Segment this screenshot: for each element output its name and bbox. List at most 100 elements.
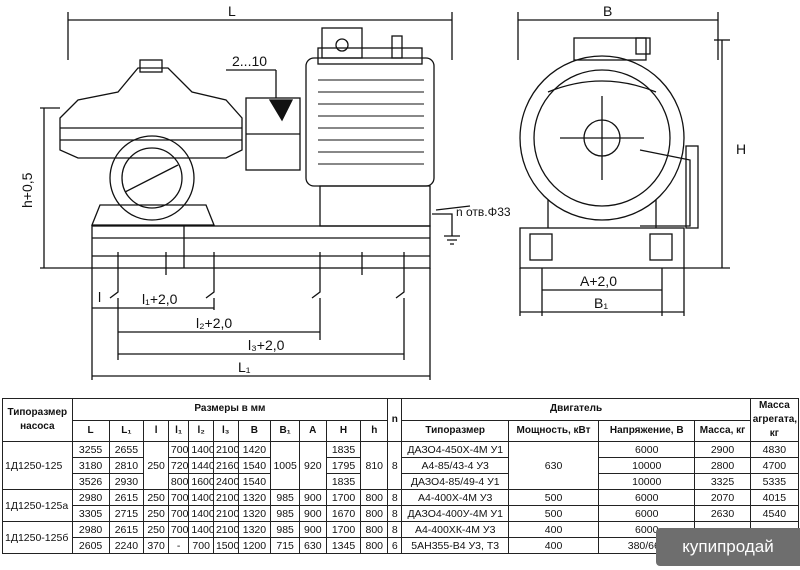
cell: 1400 xyxy=(188,521,214,538)
cell: 1320 xyxy=(237,505,272,522)
cell: 250 xyxy=(143,489,169,506)
cell: 1835 xyxy=(325,473,362,490)
cell: 715 xyxy=(270,537,300,554)
cell: 1420 xyxy=(237,441,272,458)
table-row: 3305 2715 250 700 1400 2100 1320 985 900… xyxy=(3,505,800,522)
cell: 810 xyxy=(360,441,389,490)
cell: 2100 xyxy=(212,441,239,458)
cell: 800 xyxy=(167,473,190,490)
technical-drawing: L B H 2...10 n отв.Φ33 l l₁+2,0 l₂+2,0 l… xyxy=(19,3,746,380)
cell: 1795 xyxy=(325,457,362,474)
cell: 2100 xyxy=(212,521,239,538)
cell: 8 xyxy=(387,489,403,506)
cell: 3305 xyxy=(71,505,110,522)
col-B1: B₁ xyxy=(270,419,300,442)
cell: 2655 xyxy=(108,441,145,458)
cell: 5АН355-В4 У3, Т3 xyxy=(401,537,509,554)
col-power: Мощность, кВт xyxy=(507,419,600,442)
dim-L: L xyxy=(228,3,236,19)
dim-H: H xyxy=(736,141,746,157)
spec-table: Типоразмер насоса Размеры в мм n Двигате… xyxy=(2,398,800,554)
cell: 4830 xyxy=(749,441,800,458)
watermark-badge: купипродай xyxy=(656,528,800,566)
cell: 700 xyxy=(167,441,190,458)
cell: 1400 xyxy=(188,505,214,522)
cell: 250 xyxy=(143,521,169,538)
dim-B1: B₁ xyxy=(594,295,608,311)
dim-l: l xyxy=(98,289,101,305)
col-pump-type: Типоразмер насоса xyxy=(2,398,73,442)
dim-B: B xyxy=(603,3,612,19)
cell: 2810 xyxy=(108,457,145,474)
cell: 5335 xyxy=(749,473,800,490)
table-row: 1Д1250-125 3255 2655 250 700 1400 2100 1… xyxy=(2,441,800,490)
cell: 1540 xyxy=(237,473,272,490)
pump-type-cell: 1Д1250-125 xyxy=(2,441,73,490)
col-B: B xyxy=(237,419,272,442)
cell: 700 xyxy=(167,505,190,522)
cell: 500 xyxy=(507,489,600,506)
table-header-row: Типоразмер насоса Размеры в мм n Двигате… xyxy=(2,398,800,442)
cell: ДАЗО4-400У-4М У1 xyxy=(401,505,509,522)
cell: 1005 xyxy=(270,441,300,490)
cell: 2615 xyxy=(108,521,145,538)
cell: 800 xyxy=(360,537,389,554)
cell: 2100 xyxy=(212,489,239,506)
cell: 800 xyxy=(360,505,389,522)
dim-h: h+0,5 xyxy=(19,172,35,208)
cell: 1700 xyxy=(325,489,362,506)
cell: А4-85/43-4 У3 xyxy=(401,457,509,474)
col-L1: L₁ xyxy=(108,419,145,442)
cell: 1400 xyxy=(188,489,214,506)
cell: 800 xyxy=(360,489,389,506)
dim-holes: n отв.Φ33 xyxy=(456,205,511,219)
cell: 8 xyxy=(387,505,403,522)
cell: 6000 xyxy=(598,505,696,522)
dim-l1: l₁+2,0 xyxy=(142,291,178,307)
cell: 4700 xyxy=(749,457,800,474)
cell: 2800 xyxy=(694,457,751,474)
cell: 3526 xyxy=(71,473,110,490)
cell: 985 xyxy=(270,505,300,522)
cell: 985 xyxy=(270,521,300,538)
cell: 2900 xyxy=(694,441,751,458)
cell: 700 xyxy=(167,489,190,506)
cell: - xyxy=(167,537,190,554)
cell: 2980 xyxy=(71,521,110,538)
cell: 10000 xyxy=(598,457,696,474)
cell: 2240 xyxy=(108,537,145,554)
cell: 800 xyxy=(360,521,389,538)
dim-A: A+2,0 xyxy=(580,273,617,289)
cell: ДАЗО4-85/49-4 У1 xyxy=(401,473,509,490)
col-engine: Двигатель xyxy=(401,398,751,421)
cell: 2980 xyxy=(71,489,110,506)
table-row: 1Д1250-125а 2980 2615 250 700 1400 2100 … xyxy=(2,489,800,522)
cell: 2160 xyxy=(212,457,239,474)
dim-L1: L₁ xyxy=(238,359,251,375)
cell: 2615 xyxy=(108,489,145,506)
col-l2: l₂ xyxy=(188,419,214,442)
table-row: 1Д1250-125б 2980 2615 250 700 1400 2100 … xyxy=(2,521,800,554)
cell: 1400 xyxy=(188,441,214,458)
pump-type-cell: 1Д1250-125б xyxy=(2,521,73,554)
cell: 500 xyxy=(507,505,600,522)
cell: 6000 xyxy=(598,441,696,458)
cell: 1345 xyxy=(325,537,362,554)
cell: 1700 xyxy=(325,521,362,538)
cell: 700 xyxy=(167,521,190,538)
cell: 1440 xyxy=(188,457,214,474)
cell: ДАЗО4-450Х-4М У1 xyxy=(401,441,509,458)
cell: 4015 xyxy=(749,489,800,506)
cell: 370 xyxy=(143,537,169,554)
col-h: h xyxy=(360,419,389,442)
dim-gap: 2...10 xyxy=(232,53,267,69)
col-A: A xyxy=(298,419,327,442)
cell: 10000 xyxy=(598,473,696,490)
cell: А4-400Х-4М У3 xyxy=(401,489,509,506)
dim-l2: l₂+2,0 xyxy=(196,315,232,331)
cell: 700 xyxy=(188,537,214,554)
col-l: l xyxy=(143,419,169,442)
cell: 2100 xyxy=(212,505,239,522)
dim-l3: l₃+2,0 xyxy=(248,337,285,353)
cell: А4-400ХК-4М У3 xyxy=(401,521,509,538)
